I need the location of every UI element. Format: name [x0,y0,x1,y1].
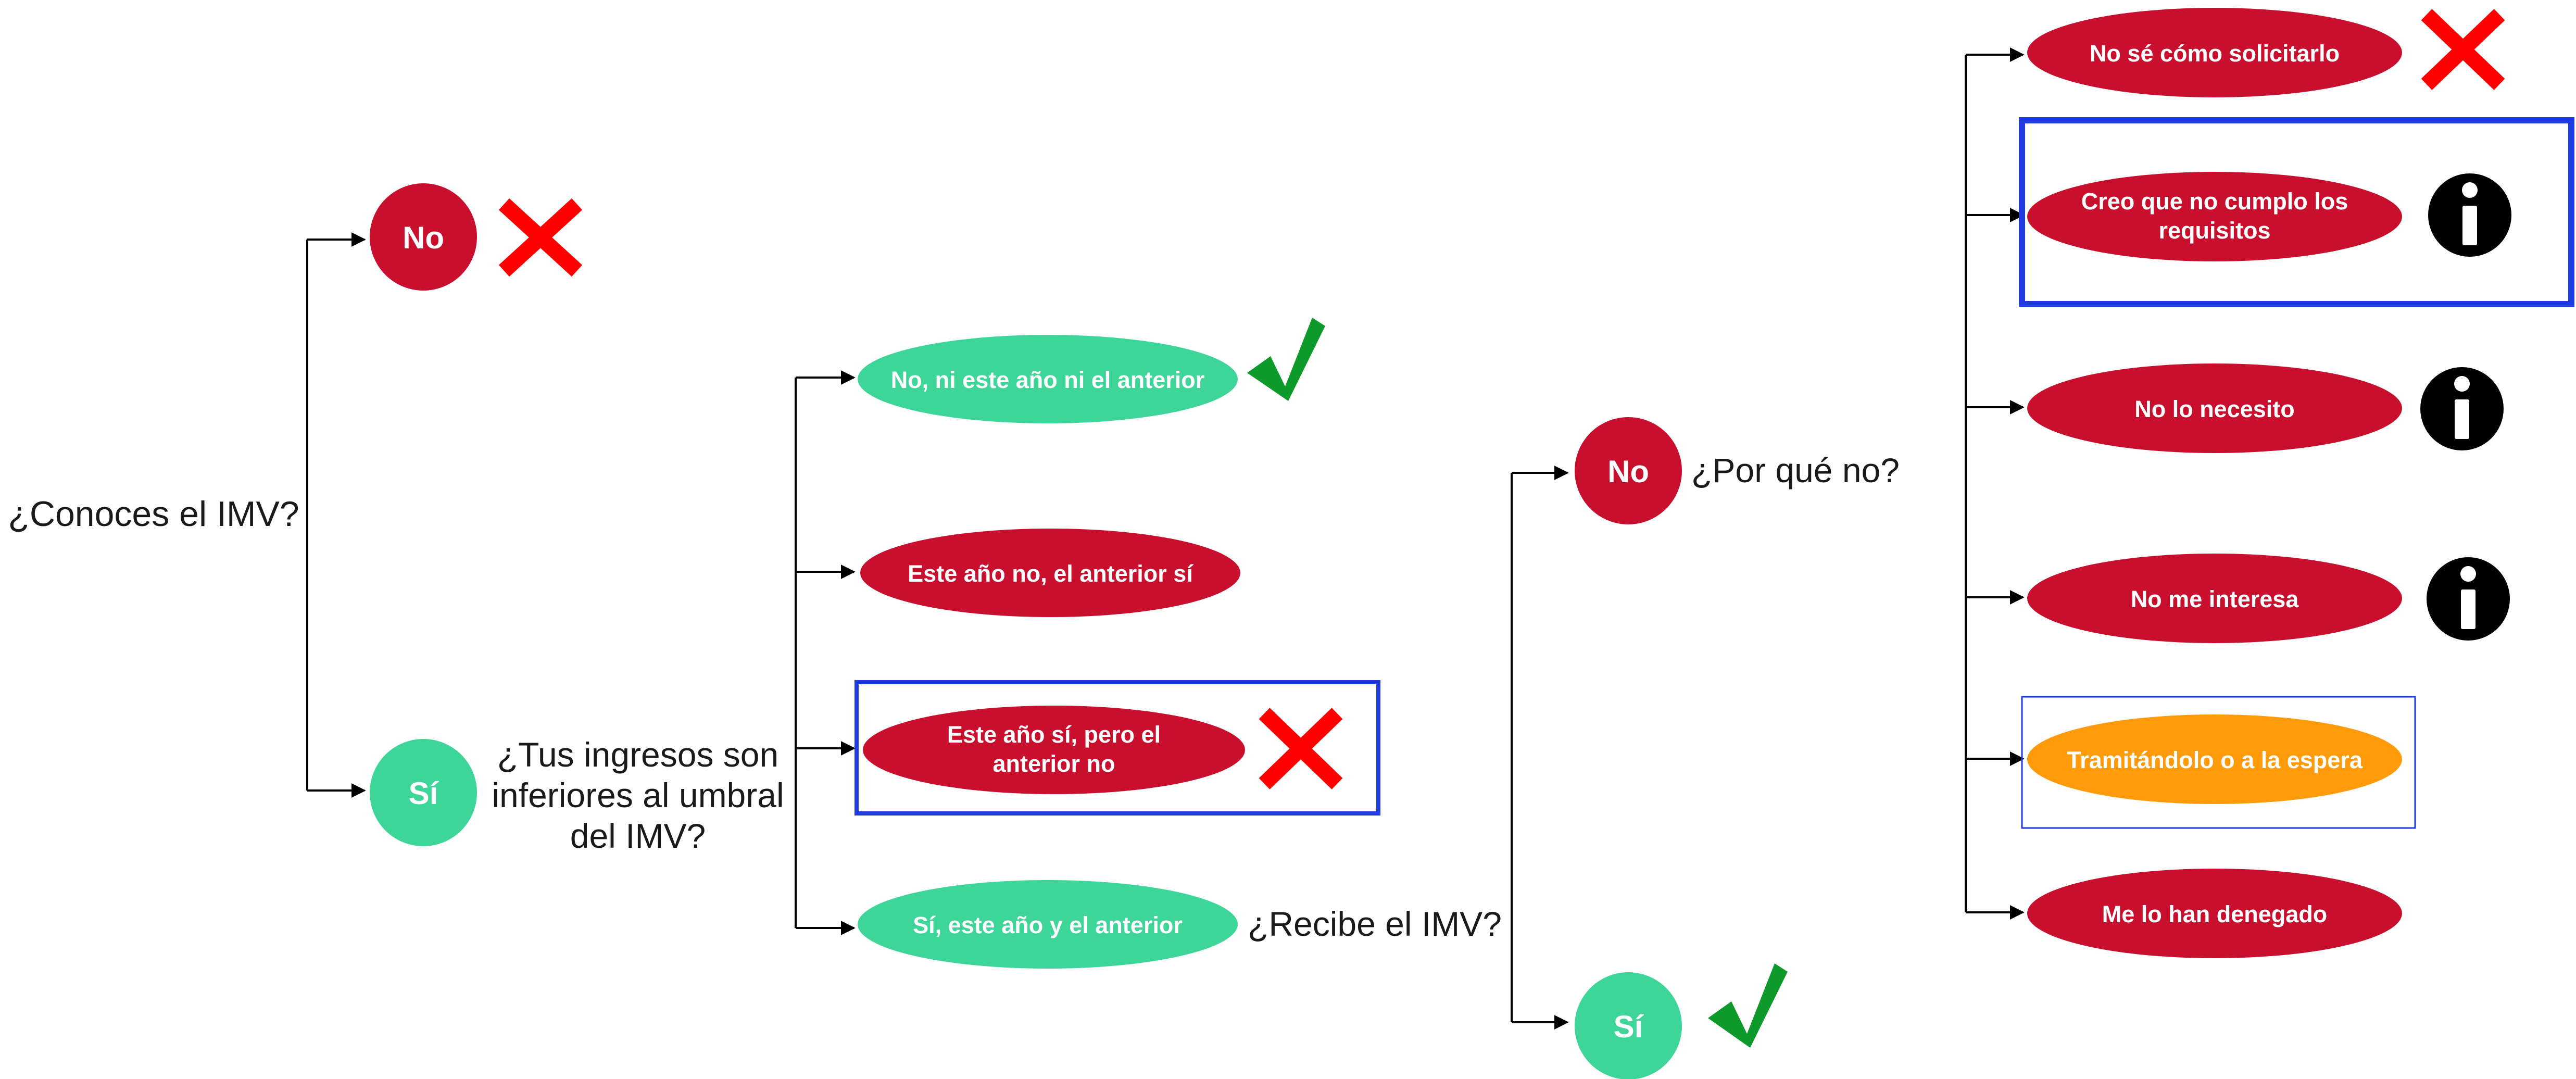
highlight-box-why-b [2019,117,2574,307]
node-why-b-label-line-2: requisitos [2158,217,2270,244]
info-icon [2427,557,2510,641]
question-ingresos-line-2: inferiores al umbral [492,776,784,814]
node-why-b: Creo que no cumplo los requisitos [2027,172,2402,261]
node-q1-no-label: No [403,220,444,255]
node-rec-no-label: No [1607,454,1649,489]
info-icon [2428,173,2511,257]
node-why-e-label: Tramitándolo o a la espera [2067,747,2363,773]
cross-icon [498,198,583,277]
node-inc-b: Este año no, el anterior sí [860,529,1240,617]
node-why-f: Me lo han denegado [2027,869,2402,958]
node-q1-si: Sí [370,739,477,846]
node-rec-si: Sí [1575,972,1682,1079]
node-rec-no: No [1575,417,1682,524]
node-inc-d-label: Sí, este año y el anterior [913,912,1183,938]
node-q1-no: No [370,183,477,291]
node-why-f-label: Me lo han denegado [2102,901,2328,927]
checkmark-icon [1247,318,1325,401]
cross-icon [1259,708,1343,789]
node-inc-d: Sí, este año y el anterior [858,880,1238,969]
node-why-a-label: No sé cómo solicitarlo [2090,40,2340,67]
node-inc-a: No, ni este año ni el anterior [858,335,1238,423]
cross-icon [2421,9,2505,90]
question-recibe-imv: ¿Recibe el IMV? [1248,905,1502,943]
node-why-d-label: No me interesa [2131,586,2299,612]
node-inc-c: Este año sí, pero el anterior no [863,706,1245,794]
node-why-c-label: No lo necesito [2134,396,2295,422]
node-why-d: No me interesa [2027,554,2402,643]
question-conoces-imv: ¿Conoces el IMV? [8,494,299,534]
connectors [306,47,2025,1030]
highlight-box-inc-c [855,680,1380,815]
question-ingresos-line-1: ¿Tus ingresos son [497,735,778,774]
question-por-que-no: ¿Por qué no? [1691,451,1900,490]
node-rec-si-label: Sí [1614,1009,1644,1044]
node-inc-c-label-line-1: Este año sí, pero el [947,721,1161,748]
highlight-box-why-e [2021,696,2416,829]
question-ingresos-line-3: del IMV? [570,817,706,855]
node-inc-b-label: Este año no, el anterior sí [908,560,1193,587]
node-inc-a-label: No, ni este año ni el anterior [891,367,1205,393]
node-inc-c-label-line-2: anterior no [992,750,1115,777]
node-q1-si-label: Sí [409,776,439,811]
node-why-e: Tramitándolo o a la espera [2027,714,2402,804]
info-icon [2420,367,2504,450]
checkmark-icon [1708,963,1788,1048]
node-why-b-label-line-1: Creo que no cumplo los [2081,188,2348,215]
node-why-a: No sé cómo solicitarlo [2027,8,2402,97]
node-why-c: No lo necesito [2027,363,2402,453]
